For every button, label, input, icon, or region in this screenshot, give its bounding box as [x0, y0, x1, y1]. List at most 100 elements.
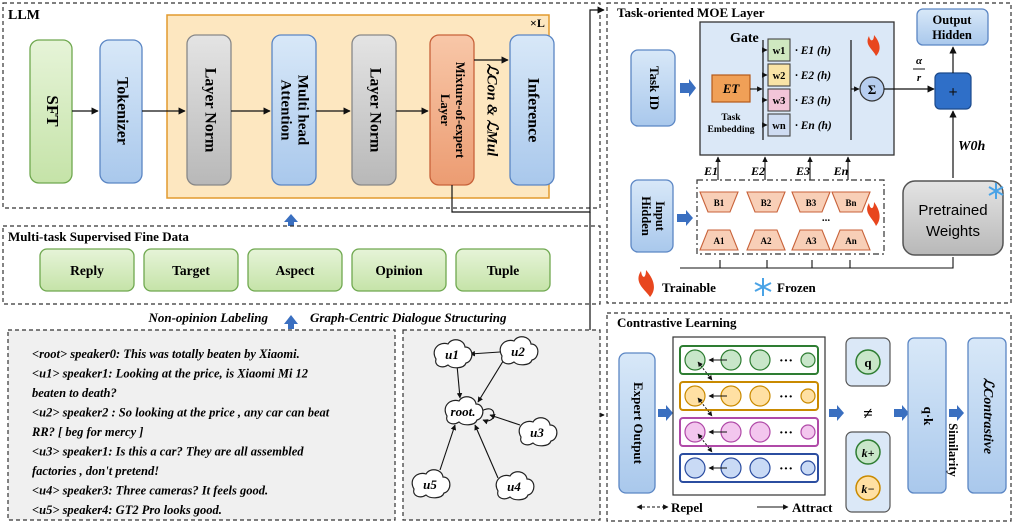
expert-row	[679, 381, 819, 411]
row-ellipsis: ···	[779, 426, 793, 441]
pretrained-weights-box	[902, 180, 1004, 256]
dialogue-line: <u4> speaker3: Three cameras? It feels g…	[32, 484, 268, 498]
task-box-reply	[39, 248, 135, 292]
right-arrow-icon-4	[829, 405, 844, 421]
lora-a-block	[831, 229, 871, 251]
frozen-label: Frozen	[777, 280, 817, 295]
expert-row	[679, 417, 819, 447]
right-arrow-icon	[680, 79, 696, 97]
right-arrow-icon-5	[894, 405, 909, 421]
expert-feature-node	[800, 388, 816, 404]
expert-row	[679, 453, 819, 483]
task-label-opinion: Opinion	[375, 263, 423, 278]
dialogue-line: <u5> speaker4: GT2 Pro looks good.	[32, 503, 222, 517]
graph-node: u4	[495, 471, 535, 501]
positive-key-label: k+	[862, 446, 875, 460]
llm-panel: LLM ×L SFT Tokenizer Layer Norm Multi he…	[2, 2, 605, 419]
moe-layer-label-1: Mixture-of-expert	[453, 62, 467, 159]
task-label-target: Target	[172, 263, 210, 278]
input-hidden-label-1: Input	[653, 201, 667, 232]
graph-node: u1	[433, 339, 473, 369]
pretrained-label-2: Weights	[926, 223, 980, 240]
expert-output-label: Expert Output	[631, 382, 646, 465]
fire-icon	[867, 35, 880, 56]
right-arrow-icon-3	[658, 405, 673, 421]
right-arrow-icon-6	[949, 405, 964, 421]
caption-non-opinion: Non-opinion Labeling	[147, 310, 268, 325]
experts-box	[696, 179, 885, 255]
expert-output-box	[618, 352, 656, 494]
row-ellipsis: ···	[779, 354, 793, 369]
experts-ellipsis: ...	[822, 212, 831, 224]
graph-node-label: root.	[451, 404, 476, 419]
r-label: r	[917, 72, 922, 84]
expert-feature-node	[800, 352, 816, 368]
lora-a-label: A3	[806, 236, 817, 246]
finetune-title: Multi-task Supervised Fine Data	[8, 229, 189, 244]
loss-box	[967, 337, 1007, 494]
fire-icon-2	[867, 202, 880, 226]
task-box-aspect	[247, 248, 343, 292]
weight-box-w1	[767, 38, 791, 62]
dialogue-line: <u1> speaker1: Looking at the price, is …	[32, 367, 308, 381]
moe-title: Task-oriented MOE Layer	[617, 5, 765, 20]
task-label-aspect: Aspect	[276, 263, 315, 278]
input-hidden-box	[630, 179, 674, 253]
lora-b-label: B3	[806, 198, 817, 208]
query-node	[855, 349, 881, 375]
sum-symbol: Σ	[868, 82, 877, 97]
expert-feature-node	[749, 349, 771, 371]
lora-a-label: A2	[761, 236, 772, 246]
lora-b-label: Bn	[845, 198, 856, 208]
inference-label: Inference	[524, 78, 541, 143]
expert-feature-node	[749, 421, 771, 443]
lora-b-block	[791, 191, 831, 213]
lora-b-block	[699, 191, 739, 213]
caption-graph-structuring: Graph-Centric Dialogue Structuring	[310, 310, 507, 325]
expert-term: · E2 (h)	[795, 70, 831, 82]
weight-label: w2	[773, 71, 786, 82]
task-label-tuple: Tuple	[487, 263, 520, 278]
pretrained-label-1: Pretrained	[918, 202, 987, 219]
layer-norm-2-label: Layer Norm	[366, 68, 383, 153]
expert-term: · En (h)	[795, 120, 832, 132]
dialogue-line: <u2> speaker2 : So looking at the price …	[32, 406, 330, 420]
dialogue-line: <root> speaker0: This was totally beaten…	[32, 347, 300, 361]
expert-feature-node	[684, 457, 706, 479]
graph-node-label: u4	[507, 479, 521, 494]
qk-label: q·k	[921, 407, 936, 427]
lora-a-label: An	[845, 236, 857, 246]
et-label: ET	[722, 81, 741, 96]
lora-b-label: B2	[761, 198, 772, 208]
task-box-opinion	[351, 248, 447, 292]
expert-feature-node	[684, 349, 706, 371]
row-ellipsis: ···	[779, 390, 793, 405]
lora-a-label: A1	[714, 236, 725, 246]
input-flow-lines	[680, 257, 954, 269]
contrastive-title: Contrastive Learning	[617, 315, 737, 330]
positive-key-node	[855, 439, 881, 465]
expert-label: E1	[703, 164, 718, 178]
output-hidden-label-1: Output	[933, 13, 973, 27]
similarity-label: Similarity	[946, 423, 960, 477]
graph-node-label: u5	[423, 477, 437, 492]
task-box-target	[143, 248, 239, 292]
lora-a-block	[699, 229, 739, 251]
expert-label: En	[833, 164, 849, 178]
graph-node: root.	[444, 396, 484, 426]
graph-edges	[439, 350, 521, 479]
gate-label: Gate	[730, 31, 759, 46]
dialogue-line: RR? [ beg for mercy ]	[31, 425, 143, 439]
tokenizer-label: Tokenizer	[113, 77, 130, 145]
expert-term: · E1 (h)	[795, 45, 831, 57]
sft-label: SFT	[43, 95, 62, 127]
graph-node-label: u3	[530, 425, 544, 440]
alpha-label: α	[916, 55, 923, 67]
dialogue-line: factories , don't pretend!	[32, 464, 159, 478]
attention-box	[271, 34, 317, 186]
trainable-fire-icon	[638, 270, 654, 297]
llm-title: LLM	[8, 8, 40, 23]
trainable-label: Trainable	[662, 280, 716, 295]
layer-norm-2-box	[351, 34, 397, 186]
